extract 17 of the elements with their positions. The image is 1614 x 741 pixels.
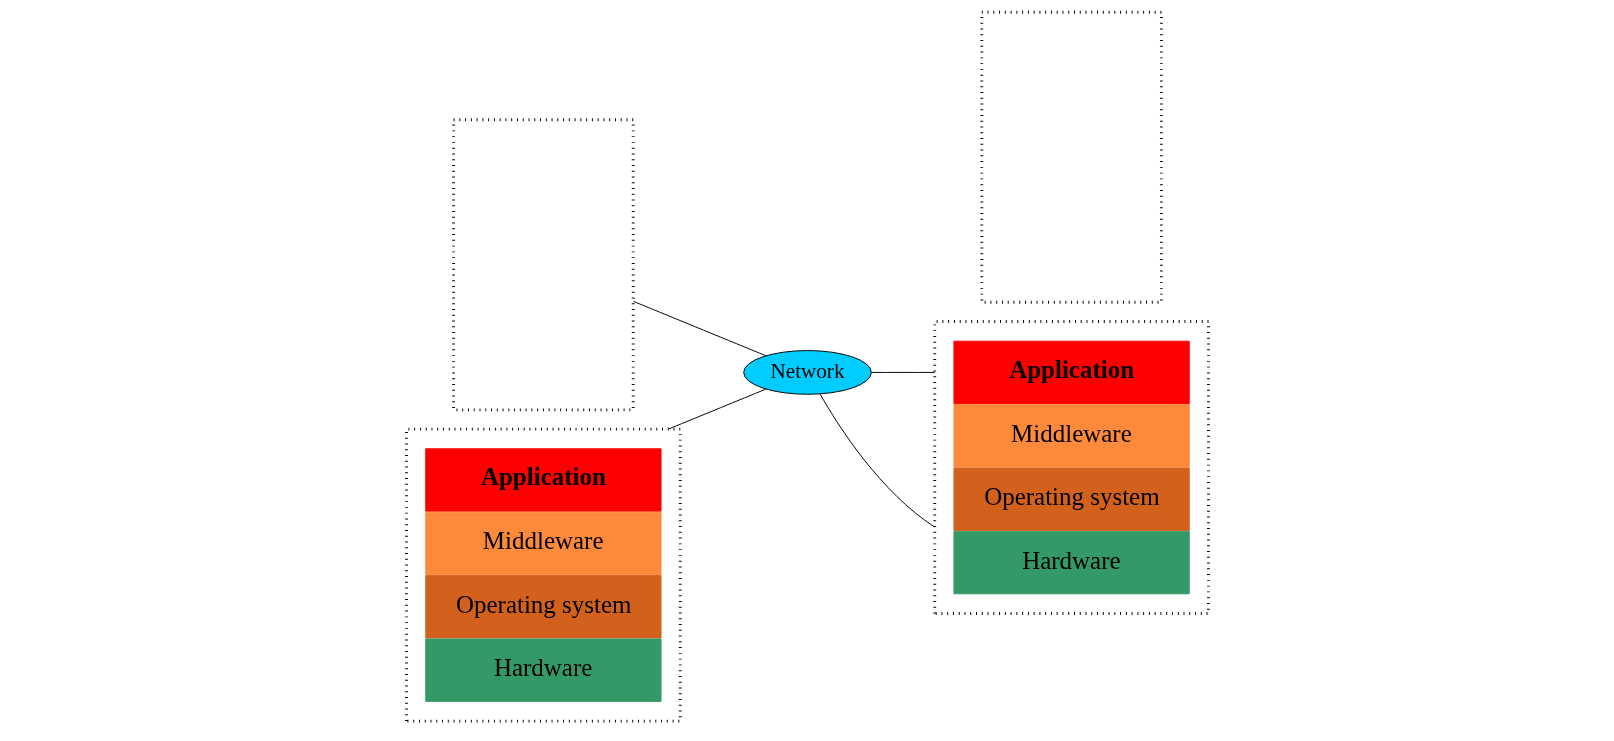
connector <box>667 388 766 430</box>
node-box: Hardware <box>424 638 662 702</box>
node-box: Application <box>424 448 662 512</box>
connector <box>632 300 767 357</box>
cluster <box>404 427 682 723</box>
connector <box>870 371 935 373</box>
node-ellipse: Network <box>742 350 872 395</box>
node-box: Middleware <box>424 511 662 576</box>
node-box <box>451 118 635 412</box>
node-box: Application <box>952 340 1190 405</box>
connector <box>818 393 935 528</box>
node-box: Middleware <box>952 404 1190 468</box>
node-box <box>979 10 1163 304</box>
node-box: Hardware <box>952 530 1190 595</box>
node-box: Operating system <box>952 467 1190 531</box>
node-box: Operating system <box>424 575 662 639</box>
cluster <box>932 320 1210 615</box>
